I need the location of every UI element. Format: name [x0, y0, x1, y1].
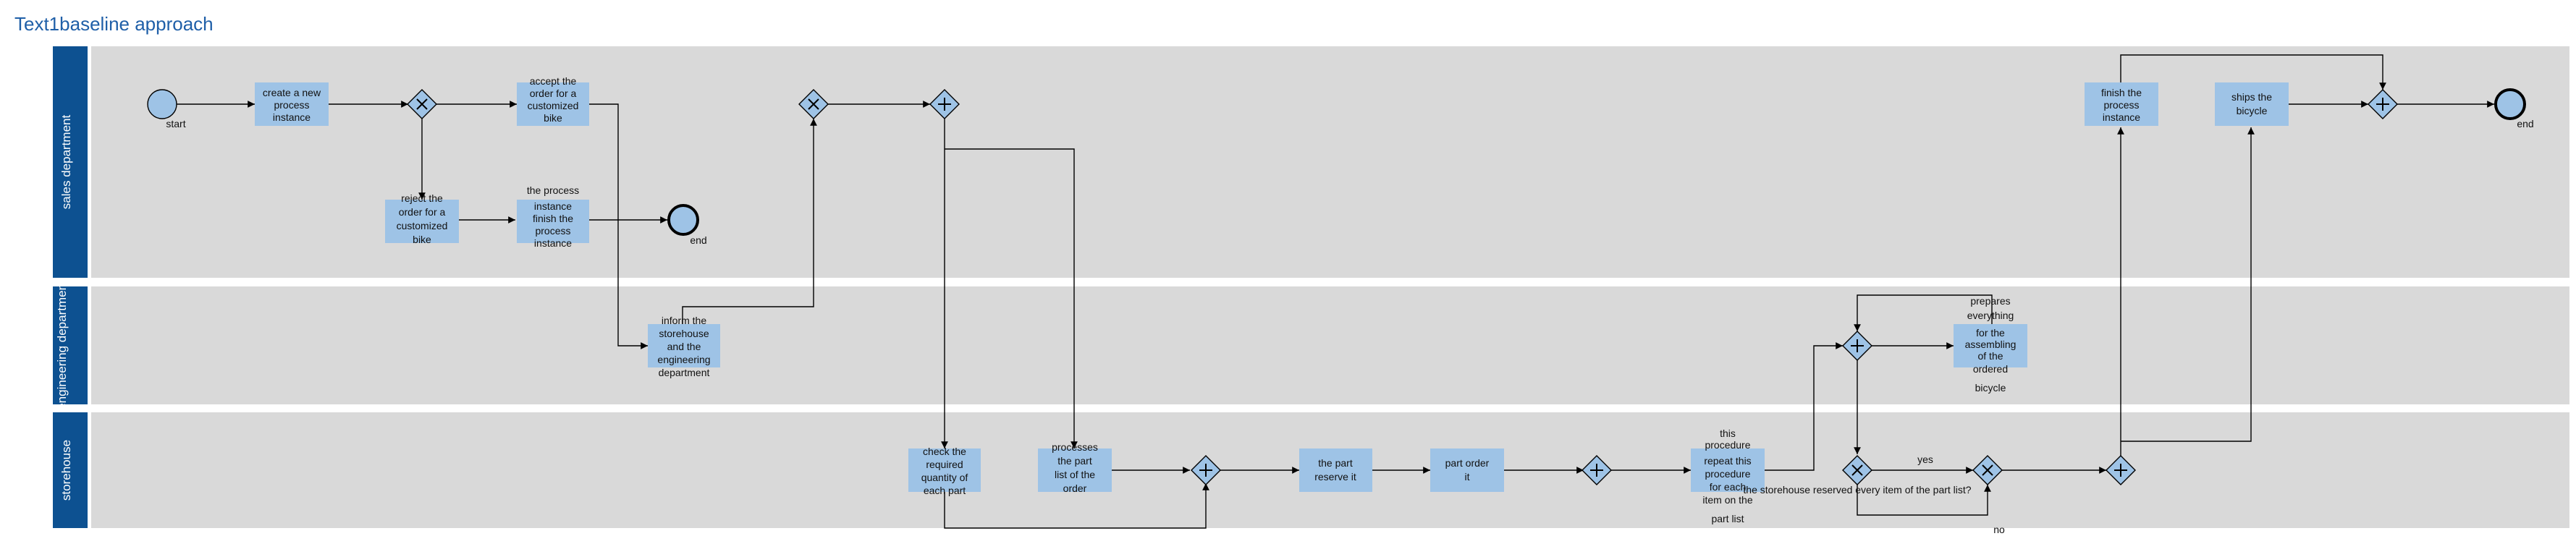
start-event-label: start — [166, 118, 185, 129]
lane-label-sales: sales department — [59, 115, 73, 210]
flow-label-question: the storehouse reserved every item of th… — [1743, 484, 1971, 496]
sequence-flows — [177, 54, 2494, 529]
flow-gw7-loop — [1857, 485, 1991, 516]
flow-t11-gw6-loop — [1854, 294, 1993, 331]
parallel-gateway-icon[interactable] — [1191, 455, 1221, 485]
lane-label-engineering: engineering department — [55, 280, 69, 410]
lane-body-sales — [91, 46, 2569, 278]
parallel-gateway-icon[interactable] — [1582, 455, 1612, 485]
end-event-rejected: end — [667, 204, 707, 246]
lane-engineering: engineering department — [53, 280, 2569, 410]
flow-gw3-t7 — [945, 148, 1078, 448]
lane-header-storehouse — [53, 412, 88, 528]
exclusive-gateway-icon[interactable] — [1972, 455, 2003, 485]
diagram-title: Text1baseline approach — [14, 13, 214, 35]
exclusive-gateway-icon[interactable] — [1842, 455, 1872, 485]
exclusive-gateway-icon[interactable] — [798, 89, 829, 119]
parallel-gateway-icon[interactable] — [929, 89, 960, 119]
flow-gw9-t13 — [2121, 127, 2255, 442]
flow-t2-t5 — [589, 103, 648, 349]
parallel-gateway-icon[interactable] — [2106, 455, 2136, 485]
flow-t5-gw2 — [682, 119, 817, 327]
exclusive-gateway-icon[interactable] — [407, 89, 437, 119]
end-event-final: end — [2494, 88, 2534, 129]
lane-header-sales — [53, 46, 88, 278]
parallel-gateway-icon[interactable] — [2368, 89, 2398, 119]
flow-label-yes: yes — [1917, 454, 1933, 465]
flow-label-no: no — [1993, 524, 2005, 535]
flow-t6-gw4 — [944, 483, 1209, 529]
end-event-rejected-label: end — [690, 234, 706, 246]
lane-header-engineering — [53, 286, 88, 404]
end-event-final-label: end — [2517, 118, 2533, 129]
gateways — [407, 89, 2398, 485]
flow-t10-gw6 — [1765, 342, 1843, 471]
lane-label-storehouse: storehouse — [59, 440, 73, 501]
lane-body-engineering — [91, 286, 2569, 404]
parallel-gateway-icon[interactable] — [1842, 331, 1872, 361]
start-event: start — [147, 89, 186, 129]
flow-t12-gw10 — [2120, 54, 2386, 90]
